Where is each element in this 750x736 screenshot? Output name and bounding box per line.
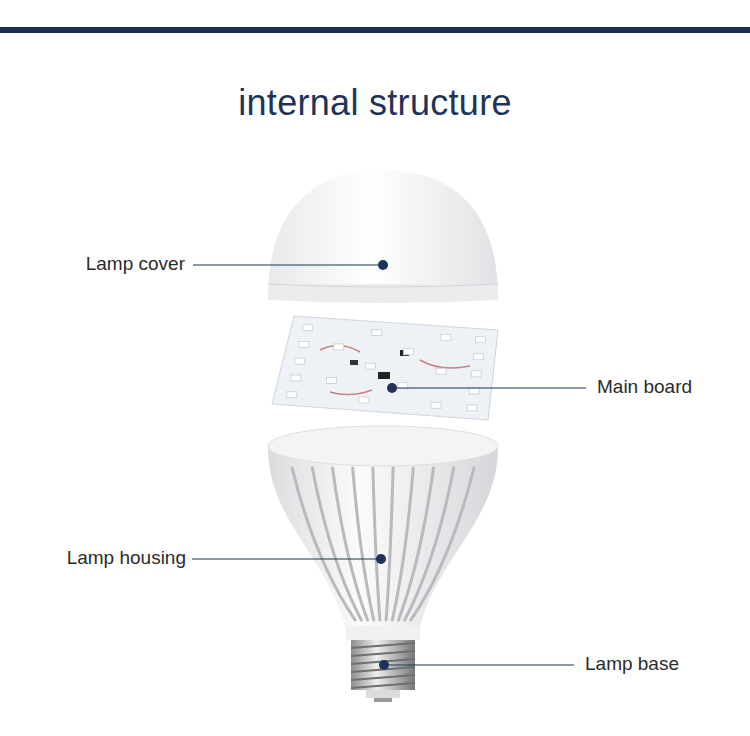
vent-slot [405,468,454,620]
screw-thread [351,675,415,680]
illustration-part [378,372,390,379]
illustration-part [387,383,397,393]
vent-slot [353,468,374,620]
illustration-part [374,698,392,702]
lamp-housing-shape [268,426,498,628]
led-chip [334,344,344,350]
illustration-part [366,690,400,698]
illustration-part [292,468,474,620]
leader-lines [192,260,586,670]
illustration-part [392,388,586,389]
illustration-part [268,284,498,287]
led-chip [287,392,297,398]
screw-thread [351,643,415,648]
vent-slot [333,468,368,620]
illustration-part [268,448,498,628]
illustration-part [379,660,389,670]
led-chip [475,337,485,343]
led-chip [372,330,382,336]
illustration-part [272,316,498,420]
lamp-base-shape [346,626,420,702]
screw-thread [351,651,415,656]
vent-slot [373,468,380,620]
led-chip [404,349,414,355]
led-chip [469,388,479,394]
part-label: Lamp housing [67,546,186,570]
vent-slot [411,468,474,620]
title: internal structure [0,82,750,124]
led-chip [365,363,375,369]
vent-slot [392,468,413,620]
illustration-part [350,360,358,365]
led-chip [295,358,305,364]
led-chip [441,334,451,340]
led-chip [467,405,477,411]
illustration-part [320,345,470,394]
illustration-part [268,170,498,298]
top-bar [0,27,750,33]
screw-thread [351,683,415,688]
illustration-part [268,426,498,466]
illustration-part [378,260,388,270]
led-chip [327,378,337,384]
lamp-cover-shape [268,170,498,303]
part-label: Main board [597,375,692,399]
illustration-part [346,626,420,640]
vent-slot [386,468,393,620]
illustration-part [376,554,386,564]
led-chip [291,375,301,381]
illustration-part [268,284,498,303]
main-board-shape [272,316,498,420]
illustration-part [192,559,381,560]
led-chip [359,397,369,403]
led-chip [471,371,481,377]
part-label: Lamp base [585,652,679,676]
part-label: Lamp cover [86,252,185,276]
led-chip [473,354,483,360]
illustration-part [384,665,574,666]
led-chip [303,325,313,331]
led-chip [431,402,441,408]
led-chip [299,341,309,347]
led-chip [436,368,446,374]
illustration-part [193,265,383,266]
